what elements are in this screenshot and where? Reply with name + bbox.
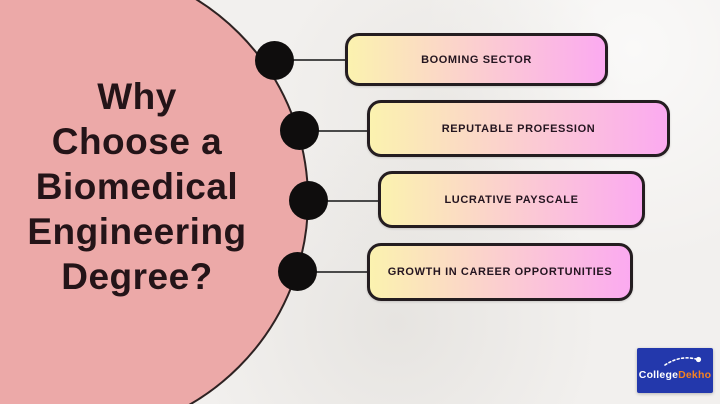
connector-line-2 [300, 130, 370, 132]
bullet-dot-1 [255, 41, 294, 80]
logo-swoosh-icon [664, 356, 702, 366]
connector-line-1 [274, 59, 348, 61]
bullet-dot-4 [278, 252, 317, 291]
title-line: Why [97, 76, 177, 117]
reason-box-lucrative-payscale: LUCRATIVE PAYSCALE [378, 171, 645, 228]
bullet-dot-2 [280, 111, 319, 150]
reason-box-booming-sector: BOOMING SECTOR [345, 33, 608, 86]
bullet-dot-3 [289, 181, 328, 220]
logo-word-college: College [638, 369, 679, 381]
reason-label: REPUTABLE PROFESSION [441, 122, 596, 135]
reason-label: LUCRATIVE PAYSCALE [444, 193, 579, 206]
title-line: Choose a [51, 121, 223, 162]
collegedekho-logo: CollegeDekho [637, 348, 713, 393]
reason-label: GROWTH IN CAREER OPPORTUNITIES [387, 266, 613, 278]
connector-line-3 [309, 200, 381, 202]
reason-box-reputable-profession: REPUTABLE PROFESSION [367, 100, 670, 157]
title-line: Engineering [27, 211, 247, 252]
logo-word-dekho: Dekho [678, 369, 712, 381]
reason-box-growth-in-career-opportunities: GROWTH IN CAREER OPPORTUNITIES [367, 243, 633, 301]
connector-line-4 [298, 271, 370, 273]
title-line: Degree? [61, 256, 213, 297]
page-title: Why Choose a Biomedical Engineering Degr… [0, 74, 286, 299]
title-line: Biomedical [35, 166, 239, 207]
reason-label: BOOMING SECTOR [421, 53, 532, 66]
logo-wordmark: CollegeDekho [639, 369, 711, 381]
